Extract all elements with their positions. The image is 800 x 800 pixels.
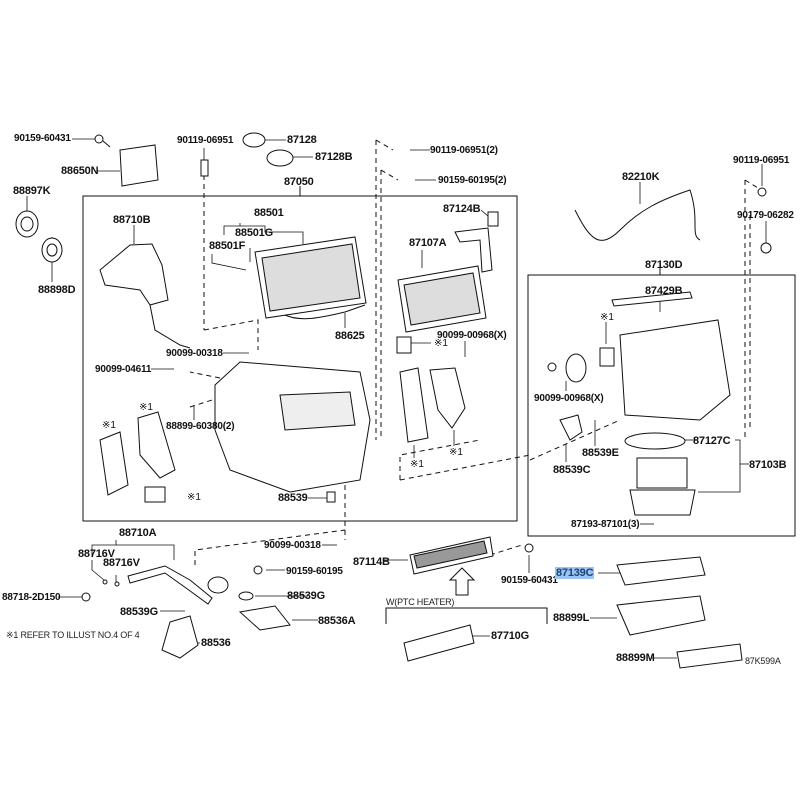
part-label-88536[interactable]: 88536 <box>201 637 231 649</box>
gasket-ring-shape <box>624 432 686 450</box>
part-label-88501g[interactable]: 88501G <box>235 227 273 239</box>
part-label-82210k[interactable]: 82210K <box>622 171 660 183</box>
cabin-filter-shape <box>616 556 706 586</box>
ptc-heater-group-label: W(PTC HEATER) <box>386 597 455 607</box>
up-arrow-icon <box>448 567 476 596</box>
hose-shape <box>127 565 213 605</box>
part-label-88650n[interactable]: 88650N <box>61 165 99 177</box>
ref-mark: ※1 <box>449 447 463 458</box>
part-label-87130d[interactable]: 87130D <box>645 259 683 271</box>
footnote: ※1 REFER TO ILLUST NO.4 OF 4 <box>6 630 140 640</box>
part-label-88710a[interactable]: 88710A <box>119 527 157 539</box>
ref-mark: ※1 <box>139 402 153 413</box>
part-label-90099-00968-b[interactable]: 90099-00968(X) <box>534 393 604 404</box>
part-label-87139c-highlighted[interactable]: 87139C <box>555 567 595 579</box>
part-label-88501[interactable]: 88501 <box>254 207 284 219</box>
duct-88710b-shape <box>99 243 169 306</box>
unit-box-87130d <box>527 274 796 537</box>
part-label-87128[interactable]: 87128 <box>287 134 317 146</box>
part-label-90099-04611[interactable]: 90099-04611 <box>95 364 152 375</box>
ref-mark: ※1 <box>102 420 116 431</box>
blower-motor-shape <box>629 489 696 516</box>
part-label-90099-00318-a[interactable]: 90099-00318 <box>166 348 223 359</box>
part-label-88897k[interactable]: 88897K <box>13 185 51 197</box>
part-label-88899l[interactable]: 88899L <box>553 612 590 624</box>
part-label-88716v-a[interactable]: 88716V <box>78 548 115 560</box>
illustration-code: 87K599A <box>745 656 781 666</box>
part-label-88539[interactable]: 88539 <box>278 492 308 504</box>
part-label-88899-60380[interactable]: 88899-60380(2) <box>166 421 235 432</box>
part-label-87103b[interactable]: 87103B <box>749 459 787 471</box>
part-label-87128b[interactable]: 87128B <box>315 151 353 163</box>
part-label-88899m[interactable]: 88899M <box>616 652 655 664</box>
part-label-87124b[interactable]: 87124B <box>443 203 481 215</box>
part-label-88898d[interactable]: 88898D <box>38 284 76 296</box>
part-label-87710g[interactable]: 87710G <box>491 630 529 642</box>
bracket-88650n-shape <box>119 144 159 187</box>
part-label-88539c[interactable]: 88539C <box>553 464 591 476</box>
part-label-90119-06951-left[interactable]: 90119-06951 <box>177 135 234 146</box>
part-label-88625[interactable]: 88625 <box>335 330 365 342</box>
part-label-88539g-b[interactable]: 88539G <box>287 590 325 602</box>
part-label-87429b[interactable]: 87429B <box>645 285 683 297</box>
part-label-88536a[interactable]: 88536A <box>318 615 356 627</box>
ref-mark: ※1 <box>187 492 201 503</box>
part-label-87193-87101[interactable]: 87193-87101(3) <box>571 519 640 530</box>
part-label-90159-60431-bottom[interactable]: 90159-60431 <box>501 575 558 586</box>
ptc-bracket <box>385 607 548 624</box>
part-label-87107a[interactable]: 87107A <box>409 237 447 249</box>
part-label-87127c[interactable]: 87127C <box>693 435 731 447</box>
ref-mark: ※1 <box>600 312 614 323</box>
part-label-87050[interactable]: 87050 <box>284 176 314 188</box>
part-label-90179-06282[interactable]: 90179-06282 <box>737 210 794 221</box>
part-label-88539e[interactable]: 88539E <box>582 447 619 459</box>
part-label-87114b[interactable]: 87114B <box>353 556 390 568</box>
bolt-icon <box>94 134 111 148</box>
part-label-88716v-b[interactable]: 88716V <box>103 557 140 569</box>
part-label-90099-00968-a[interactable]: 90099-00968(X) <box>437 330 507 341</box>
ref-mark: ※1 <box>434 338 448 349</box>
part-label-88501f[interactable]: 88501F <box>209 240 246 252</box>
part-label-88539g-a[interactable]: 88539G <box>120 606 158 618</box>
part-label-88718-2d150[interactable]: 88718-2D150 <box>2 592 61 603</box>
part-label-90159-60195[interactable]: 90159-60195 <box>286 566 343 577</box>
part-label-90159-60195-2[interactable]: 90159-60195(2) <box>438 175 507 186</box>
part-label-90159-60431[interactable]: 90159-60431 <box>14 133 71 144</box>
part-label-88710b[interactable]: 88710B <box>113 214 151 226</box>
part-label-90099-00318-b[interactable]: 90099-00318 <box>264 540 321 551</box>
ref-mark: ※1 <box>410 459 424 470</box>
blower-case-shape <box>619 319 731 421</box>
part-label-90119-06951-2[interactable]: 90119-06951(2) <box>430 145 498 156</box>
part-label-90119-06951-right[interactable]: 90119-06951 <box>733 155 790 166</box>
